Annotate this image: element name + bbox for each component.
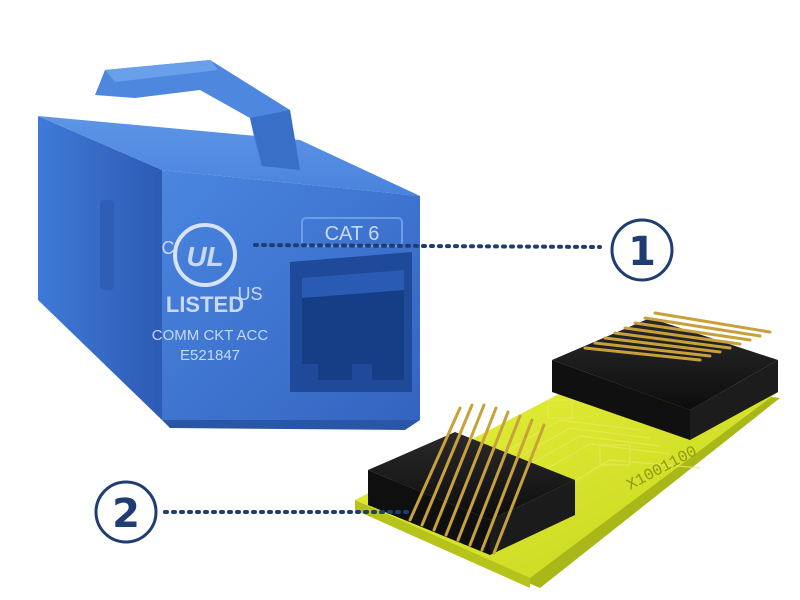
- callout-1: 1: [253, 218, 674, 282]
- file-number-text: E521847: [180, 347, 240, 364]
- rj45-port: [290, 252, 412, 392]
- coupler-top-face: [38, 116, 420, 196]
- comm-ckt-acc-text: COMM CKT ACC: [152, 327, 269, 344]
- coupler-latch: [95, 60, 300, 170]
- callout-1-leader: [253, 243, 602, 249]
- cat-rating-text: CAT 6: [325, 223, 380, 245]
- front-connector-block: [368, 403, 575, 555]
- ul-logo-text: UL: [186, 241, 223, 272]
- ul-us-text: US: [237, 284, 262, 304]
- listed-text: LISTED: [166, 292, 244, 317]
- callout-1-number: 1: [628, 229, 656, 275]
- pcb-traces: [499, 399, 701, 491]
- rj45-coupler: CAT 6 UL C US LISTED COMM CKT ACC E52184…: [38, 60, 420, 430]
- gold-contact-pins: [408, 403, 546, 555]
- callout-2: 2: [94, 480, 410, 544]
- callout-1-circle-icon: [610, 218, 674, 282]
- internal-pcb-assembly: X1001100: [355, 311, 780, 588]
- ul-c-text: C: [162, 238, 175, 258]
- rear-connector-block: [552, 311, 778, 440]
- callout-2-circle-icon: [94, 480, 158, 544]
- callout-2-number: 2: [112, 491, 140, 537]
- ul-circle-icon: [173, 223, 237, 287]
- ul-listed-mark: UL C US LISTED COMM CKT ACC E521847: [152, 223, 269, 364]
